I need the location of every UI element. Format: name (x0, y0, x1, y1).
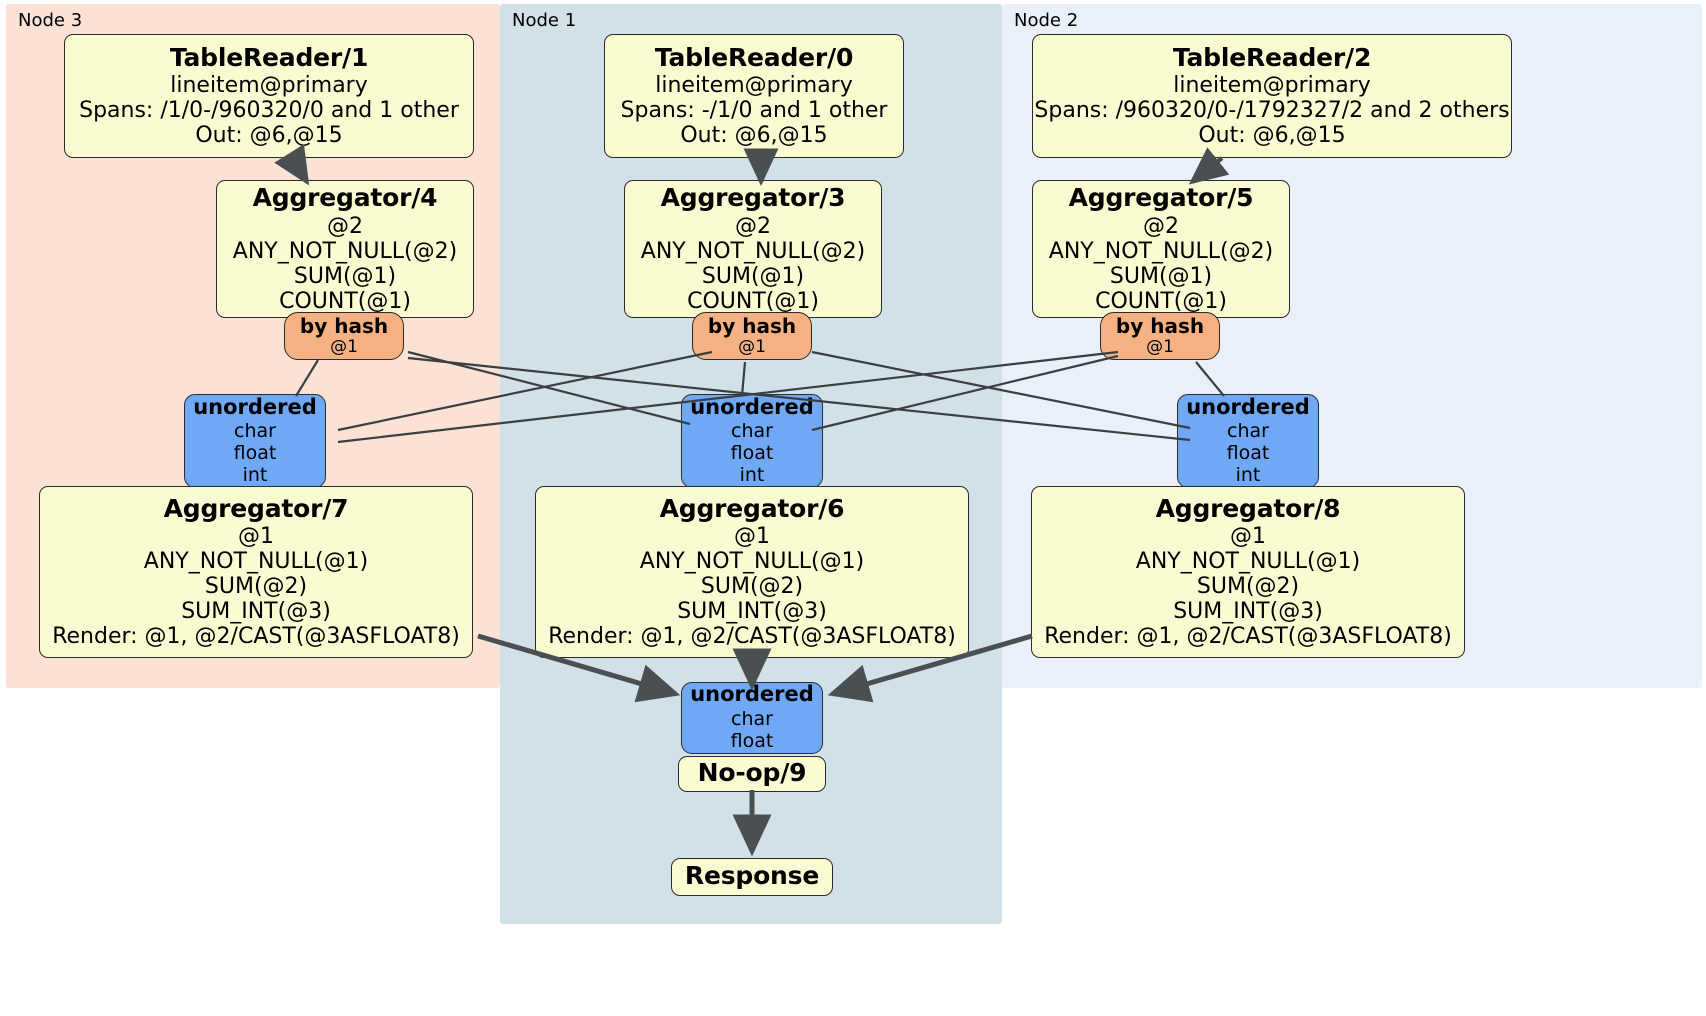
processor-title: TableReader/2 (1172, 42, 1372, 72)
stream-unordered-node-1[interactable]: unordered char float int (681, 394, 823, 488)
processor-render: Render: @1, @2/CAST(@3ASFLOAT8) (548, 624, 956, 650)
processor-agg-3: COUNT(@1) (1095, 288, 1227, 314)
processor-tablereader-2[interactable]: TableReader/2 lineitem@primary Spans: /9… (1032, 34, 1512, 158)
processor-agg-1: ANY_NOT_NULL(@1) (143, 549, 369, 575)
processor-aggregator-5[interactable]: Aggregator/5 @2 ANY_NOT_NULL(@2) SUM(@1)… (1032, 180, 1290, 318)
processor-out: Out: @6,@15 (680, 123, 828, 149)
router-title: by hash (1115, 313, 1205, 338)
stream-type-2: float (730, 442, 774, 465)
processor-agg-1: ANY_NOT_NULL(@2) (640, 238, 866, 264)
processor-title: Aggregator/7 (163, 493, 349, 523)
processor-aggregator-7[interactable]: Aggregator/7 @1 ANY_NOT_NULL(@1) SUM(@2)… (39, 486, 473, 658)
stream-title: unordered (1186, 394, 1310, 419)
stream-type-3: int (242, 463, 268, 486)
processor-table: lineitem@primary (1173, 73, 1371, 99)
processor-title: Aggregator/6 (659, 493, 845, 523)
stream-type-3: int (739, 463, 765, 486)
processor-title: TableReader/0 (654, 42, 854, 72)
processor-agg-2: SUM(@2) (700, 574, 804, 600)
stream-type-1: char (731, 708, 773, 731)
stream-unordered-node-3[interactable]: unordered char float int (184, 394, 326, 488)
processor-aggregator-6[interactable]: Aggregator/6 @1 ANY_NOT_NULL(@1) SUM(@2)… (535, 486, 969, 658)
processor-title: No-op/9 (697, 758, 807, 788)
processor-agg-2: SUM(@1) (701, 263, 805, 289)
stream-title: unordered (193, 394, 317, 419)
processor-response[interactable]: Response (671, 858, 833, 896)
node-panel-label-node-3: Node 3 (18, 10, 83, 31)
stream-type-1: char (1227, 420, 1269, 443)
processor-agg-3: SUM_INT(@3) (181, 599, 331, 625)
processor-aggregator-3[interactable]: Aggregator/3 @2 ANY_NOT_NULL(@2) SUM(@1)… (624, 180, 882, 318)
router-columns: @1 (738, 336, 766, 357)
router-by-hash-node-1[interactable]: by hash @1 (692, 312, 812, 360)
processor-title: Aggregator/4 (252, 183, 438, 213)
processor-group-cols: @2 (1143, 213, 1179, 239)
processor-agg-2: SUM(@2) (204, 574, 308, 600)
stream-unordered-node-2[interactable]: unordered char float int (1177, 394, 1319, 488)
processor-table: lineitem@primary (655, 73, 853, 99)
processor-agg-3: SUM_INT(@3) (1173, 599, 1323, 625)
router-title: by hash (707, 313, 797, 338)
stream-type-2: float (730, 729, 774, 752)
processor-agg-1: ANY_NOT_NULL(@1) (1135, 549, 1361, 575)
router-columns: @1 (330, 336, 358, 357)
stream-title: unordered (690, 682, 814, 707)
router-by-hash-node-3[interactable]: by hash @1 (284, 312, 404, 360)
processor-tablereader-1[interactable]: TableReader/1 lineitem@primary Spans: /1… (64, 34, 474, 158)
processor-group-cols: @2 (327, 213, 363, 239)
processor-agg-1: ANY_NOT_NULL(@1) (639, 549, 865, 575)
processor-noop-9[interactable]: No-op/9 (678, 756, 826, 792)
processor-agg-2: SUM(@1) (293, 263, 397, 289)
stream-title: unordered (690, 394, 814, 419)
processor-aggregator-8[interactable]: Aggregator/8 @1 ANY_NOT_NULL(@1) SUM(@2)… (1031, 486, 1465, 658)
processor-out: Out: @6,@15 (1198, 123, 1346, 149)
processor-spans: Spans: -/1/0 and 1 other (620, 98, 888, 124)
router-by-hash-node-2[interactable]: by hash @1 (1100, 312, 1220, 360)
processor-spans: Spans: /1/0-/960320/0 and 1 other (79, 98, 459, 124)
processor-render: Render: @1, @2/CAST(@3ASFLOAT8) (52, 624, 460, 650)
processor-group-cols: @1 (734, 524, 770, 550)
stream-unordered-final[interactable]: unordered char float (681, 682, 823, 754)
stream-type-1: char (234, 420, 276, 443)
processor-group-cols: @1 (238, 524, 274, 550)
processor-title: TableReader/1 (169, 42, 369, 72)
processor-title: Aggregator/5 (1068, 183, 1254, 213)
processor-title: Response (684, 861, 820, 891)
node-panel-label-node-2: Node 2 (1014, 10, 1079, 31)
processor-title: Aggregator/8 (1155, 493, 1341, 523)
processor-agg-3: COUNT(@1) (279, 288, 411, 314)
processor-agg-2: SUM(@1) (1109, 263, 1213, 289)
stream-type-2: float (233, 442, 277, 465)
processor-spans: Spans: /960320/0-/1792327/2 and 2 others (1034, 98, 1510, 124)
router-title: by hash (299, 313, 389, 338)
processor-agg-1: ANY_NOT_NULL(@2) (1048, 238, 1274, 264)
stream-type-3: int (1235, 463, 1261, 486)
stream-type-2: float (1226, 442, 1270, 465)
processor-aggregator-4[interactable]: Aggregator/4 @2 ANY_NOT_NULL(@2) SUM(@1)… (216, 180, 474, 318)
processor-title: Aggregator/3 (660, 183, 846, 213)
processor-agg-2: SUM(@2) (1196, 574, 1300, 600)
processor-render: Render: @1, @2/CAST(@3ASFLOAT8) (1044, 624, 1452, 650)
processor-agg-1: ANY_NOT_NULL(@2) (232, 238, 458, 264)
processor-group-cols: @2 (735, 213, 771, 239)
processor-agg-3: SUM_INT(@3) (677, 599, 827, 625)
router-columns: @1 (1146, 336, 1174, 357)
processor-out: Out: @6,@15 (195, 123, 343, 149)
stream-type-1: char (731, 420, 773, 443)
processor-group-cols: @1 (1230, 524, 1266, 550)
node-panel-label-node-1: Node 1 (512, 10, 577, 31)
processor-tablereader-0[interactable]: TableReader/0 lineitem@primary Spans: -/… (604, 34, 904, 158)
processor-table: lineitem@primary (170, 73, 368, 99)
processor-agg-3: COUNT(@1) (687, 288, 819, 314)
